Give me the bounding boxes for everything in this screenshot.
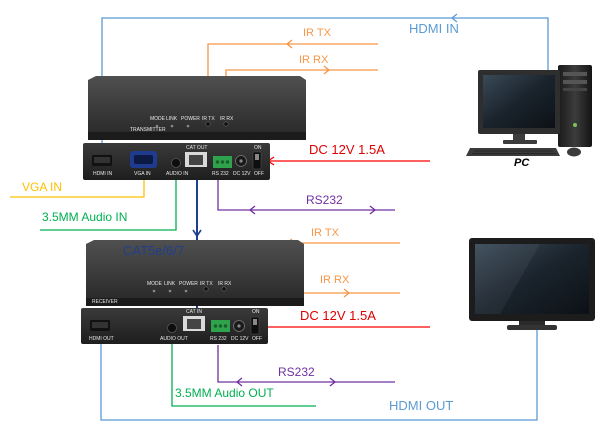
rx-port-hdmi-out: HDMI OUT (89, 336, 114, 342)
ir-tx-label-top: IR TX (303, 27, 331, 39)
ir-tx-label-bot: IR TX (311, 227, 339, 239)
rs232-label-bot: RS232 (278, 365, 315, 379)
rx-port-cat-in: CAT IN (186, 309, 202, 315)
tx-led-mode: MODE (150, 116, 165, 122)
vga-cable (10, 176, 145, 198)
vga-in-label: VGA IN (22, 180, 63, 194)
tx-device-name: TRANSMITTER (130, 127, 166, 133)
pc-computer (466, 65, 592, 157)
ir-rx-label-top: IR RX (299, 54, 329, 66)
rx-port-on: ON (252, 309, 260, 315)
hdmi-out-cable (100, 330, 538, 421)
rs232-arrow-top-l (248, 205, 256, 215)
audio-out-label: 3.5MM Audio OUT (175, 386, 274, 400)
audio-in-cable (40, 176, 177, 231)
ir-rx-label-bot: IR RX (320, 274, 350, 286)
rx-led-power: POWER (179, 281, 198, 287)
ir-rx-arrow-top (323, 65, 331, 75)
audio-out-cable (171, 340, 316, 407)
rx-led-link: LINK (164, 281, 176, 287)
tx-port-vga-in: VGA IN (134, 171, 151, 177)
rx-port-off: OFF (252, 336, 262, 342)
rs232-label-top: RS232 (306, 193, 343, 207)
rx-device-name: RECEIVER (92, 299, 118, 305)
rx-led-irrx: IR RX (218, 281, 232, 287)
rx-port-dc: DC 12V (231, 336, 249, 342)
tx-led-irtx: IR TX (202, 116, 215, 122)
hdmi-out-label: HDMI OUT (389, 398, 454, 413)
tx-port-audio-in: AUDIO IN (166, 171, 189, 177)
tx-port-rs232: RS 232 (212, 171, 229, 177)
rx-led-mode: MODE (147, 281, 162, 287)
tx-port-off: OFF (254, 171, 264, 177)
rs232-arrow-bot-r (329, 377, 337, 387)
tx-port-on: ON (254, 145, 262, 151)
audio-in-label: 3.5MM Audio IN (42, 210, 128, 224)
rs232-arrow-bot-l (235, 377, 243, 387)
tx-port-hdmi-in: HDMI IN (93, 171, 113, 177)
tx-led-link: LINK (166, 116, 178, 122)
receiver-device (81, 240, 304, 344)
ir-rx-arrow-bot (343, 288, 351, 298)
tx-led-irrx: IR RX (220, 116, 234, 122)
pc-label: PC (514, 157, 530, 169)
rx-led-irtx: IR TX (200, 281, 213, 287)
rs232-arrow-top-r (369, 205, 377, 215)
transmitter-device (83, 76, 306, 180)
cat-arrow (192, 229, 202, 238)
tx-port-cat-out: CAT OUT (186, 145, 208, 151)
rs232-cable-top (217, 178, 395, 211)
rx-port-audio-out: AUDIO OUT (160, 336, 188, 342)
tv-monitor (469, 238, 595, 330)
dc-label-top: DC 12V 1.5A (309, 142, 385, 157)
hdmi-in-arrow (450, 13, 458, 23)
tx-port-dc: DC 12V (233, 171, 251, 177)
cat-label: CAT5e/6/7 (123, 243, 185, 258)
ir-tx-arrow-top (285, 39, 293, 49)
rx-port-rs232: RS 232 (210, 336, 227, 342)
dc-label-bot: DC 12V 1.5A (300, 308, 376, 323)
hdmi-in-label: HDMI IN (409, 21, 459, 36)
tx-led-power: POWER (181, 116, 200, 122)
